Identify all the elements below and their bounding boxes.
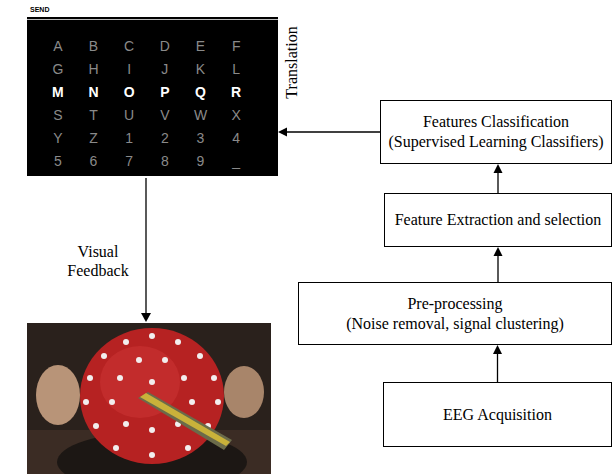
arrow-head — [278, 128, 287, 137]
speller-symbol: U — [111, 104, 147, 127]
box-text-holder: Feature Extraction and selection — [395, 210, 602, 230]
box-text-holder: Features Classification (Supervised Lear… — [388, 112, 603, 152]
speller-screen: SEND ABCDEF GHIJKL MNOPQR STUVWX YZ1234 56789_ — [27, 2, 278, 176]
process-box: EEG Acquisition — [383, 382, 612, 447]
speller-symbol: T — [76, 104, 112, 127]
ribbon-cable — [138, 392, 232, 450]
flow-arrow — [493, 345, 502, 382]
box-label: Features Classification (Supervised Lear… — [388, 112, 603, 152]
speller-symbol: 7 — [111, 150, 147, 173]
flow-arrow — [494, 164, 503, 193]
box-label: Feature Extraction and selection — [395, 210, 602, 230]
speller-symbol: 5 — [40, 150, 76, 173]
speller-symbol: 4 — [218, 127, 254, 150]
speller-symbol: X — [218, 104, 254, 127]
speller-symbol: F — [218, 35, 254, 58]
ribbon-cable-stripe — [140, 393, 230, 446]
arrow-head — [493, 345, 502, 354]
speller-symbol: J — [147, 58, 183, 81]
speller-symbol: H — [76, 58, 112, 81]
speller-symbol: I — [111, 58, 147, 81]
speller-symbol: L — [218, 58, 254, 81]
feedback-arrow-line — [145, 178, 146, 314]
speller-symbol: S — [40, 104, 76, 127]
process-box: Feature Extraction and selection — [384, 193, 612, 247]
speller-symbol: Z — [76, 127, 112, 150]
edge-label-holder: Translation — [255, 53, 327, 72]
process-box: Features Classification (Supervised Lear… — [380, 100, 612, 164]
speller-symbol: B — [76, 35, 112, 58]
box-text-holder: Pre-processing (Noise removal, signal cl… — [346, 294, 564, 334]
arrow-label: Visual Feedback — [58, 242, 138, 280]
speller-symbol: O — [111, 81, 147, 104]
box-label: EEG Acquisition — [443, 405, 552, 425]
speller-symbol: N — [76, 81, 112, 104]
speller-symbol: _ — [218, 150, 254, 173]
speller-symbol: M — [40, 81, 76, 104]
screen-rule — [27, 19, 278, 20]
screen-title-bar: SEND — [27, 2, 278, 17]
speller-symbol: 1 — [111, 127, 147, 150]
feedback-arrow-head — [141, 313, 151, 322]
photo-hand — [36, 365, 80, 425]
speller-symbol: 3 — [183, 127, 219, 150]
speller-symbol: 6 — [76, 150, 112, 173]
speller-symbol: 2 — [147, 127, 183, 150]
arrow-head — [494, 164, 503, 173]
arrow-line — [286, 131, 380, 132]
speller-symbol: P — [147, 81, 183, 104]
photo-hand — [224, 366, 264, 418]
arrow-line — [497, 172, 498, 193]
speller-symbol: A — [40, 35, 76, 58]
box-text-holder: EEG Acquisition — [443, 405, 552, 425]
process-box: Pre-processing (Noise removal, signal cl… — [298, 282, 612, 345]
arrow-line — [497, 255, 498, 282]
speller-symbol: D — [147, 35, 183, 58]
speller-symbol: W — [183, 104, 219, 127]
speller-symbol: G — [40, 58, 76, 81]
speller-grid: ABCDEF GHIJKL MNOPQR STUVWX YZ1234 56789_ — [40, 35, 254, 173]
arrow-head — [494, 247, 503, 256]
speller-symbol: K — [183, 58, 219, 81]
box-label: Pre-processing (Noise removal, signal cl… — [346, 294, 564, 334]
label-holder: Visual Feedback — [58, 242, 138, 280]
speller-symbol: 8 — [147, 150, 183, 173]
speller-symbol: E — [183, 35, 219, 58]
speller-symbol: 9 — [183, 150, 219, 173]
edge-label: Translation — [282, 26, 301, 98]
arrow-line — [497, 353, 498, 382]
flow-arrow — [494, 247, 503, 282]
speller-symbol: Q — [183, 81, 219, 104]
flow-arrow — [278, 128, 380, 137]
speller-symbol: Y — [40, 127, 76, 150]
speller-symbol: V — [147, 104, 183, 127]
speller-symbol: R — [218, 81, 254, 104]
speller-symbol: C — [111, 35, 147, 58]
